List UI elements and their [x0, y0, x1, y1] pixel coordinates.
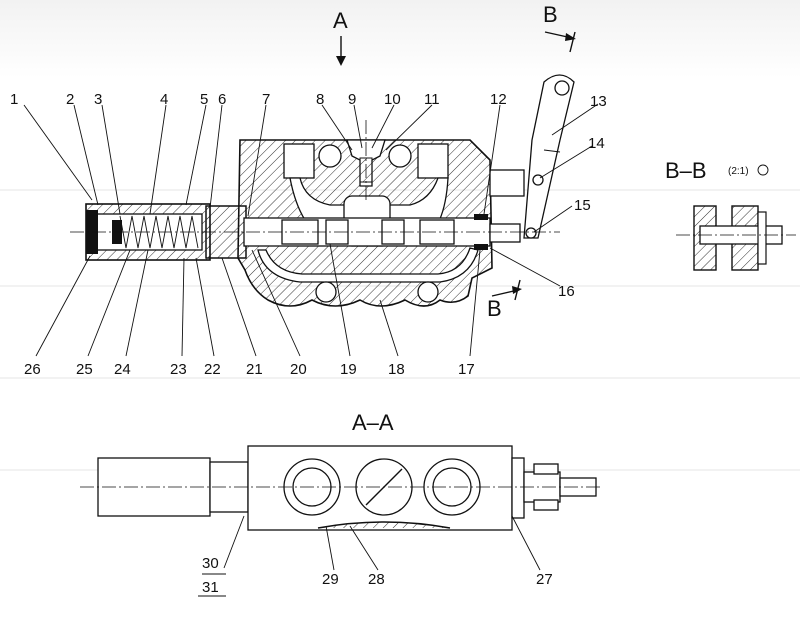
callout-26: 26: [24, 361, 41, 378]
section-arrow-b-top: B: [543, 2, 576, 53]
control-lever: [523, 74, 575, 239]
callout-18: 18: [388, 361, 405, 378]
section-bb-scale: (2:1): [728, 166, 749, 177]
callout-24: 24: [114, 361, 131, 378]
background-band: [0, 0, 800, 78]
view-label-b-bottom: B: [487, 296, 502, 321]
callout-labels: 1 2 3 4 5 6 7 8 9 10 11 12 13 14 15 16 1…: [10, 91, 607, 597]
callout-7: 7: [262, 91, 270, 108]
port-right: [417, 143, 449, 179]
callout-23: 23: [170, 361, 187, 378]
callout-10: 10: [384, 91, 401, 108]
callout-14: 14: [588, 135, 605, 152]
callout-27: 27: [536, 571, 553, 588]
callout-3: 3: [94, 91, 102, 108]
callout-9: 9: [348, 91, 356, 108]
callout-22: 22: [204, 361, 221, 378]
port-left: [283, 143, 315, 179]
section-aa-view: A–A: [80, 410, 600, 531]
callout-12: 12: [490, 91, 507, 108]
callout-21: 21: [246, 361, 263, 378]
callout-8: 8: [316, 91, 324, 108]
section-bb-view: B–B (2:1): [665, 158, 796, 271]
spool-end: [489, 223, 521, 243]
callout-4: 4: [160, 91, 168, 108]
callout-5: 5: [200, 91, 208, 108]
callout-28: 28: [368, 571, 385, 588]
handle-bracket: [489, 169, 525, 197]
callout-29: 29: [322, 571, 339, 588]
callout-11: 11: [424, 91, 440, 108]
callout-19: 19: [340, 361, 357, 378]
view-label-a: A: [333, 8, 348, 33]
view-arrow-a: A: [333, 8, 348, 66]
callout-1: 1: [10, 91, 18, 108]
callout-6: 6: [218, 91, 226, 108]
callout-20: 20: [290, 361, 307, 378]
callout-25: 25: [76, 361, 93, 378]
callout-17: 17: [458, 361, 475, 378]
view-label-b-top: B: [543, 2, 558, 27]
callout-31: 31: [202, 579, 219, 596]
callout-30: 30: [202, 555, 219, 572]
section-arrow-b-bottom: B: [487, 279, 522, 321]
callout-15: 15: [574, 197, 591, 214]
callout-2: 2: [66, 91, 74, 108]
callout-16: 16: [558, 283, 575, 300]
callout-13: 13: [590, 93, 607, 110]
leader-lines: [23, 103, 599, 575]
section-aa-label: A–A: [352, 410, 394, 435]
main-section-view: [70, 74, 575, 307]
section-bb-label: B–B: [665, 158, 707, 183]
